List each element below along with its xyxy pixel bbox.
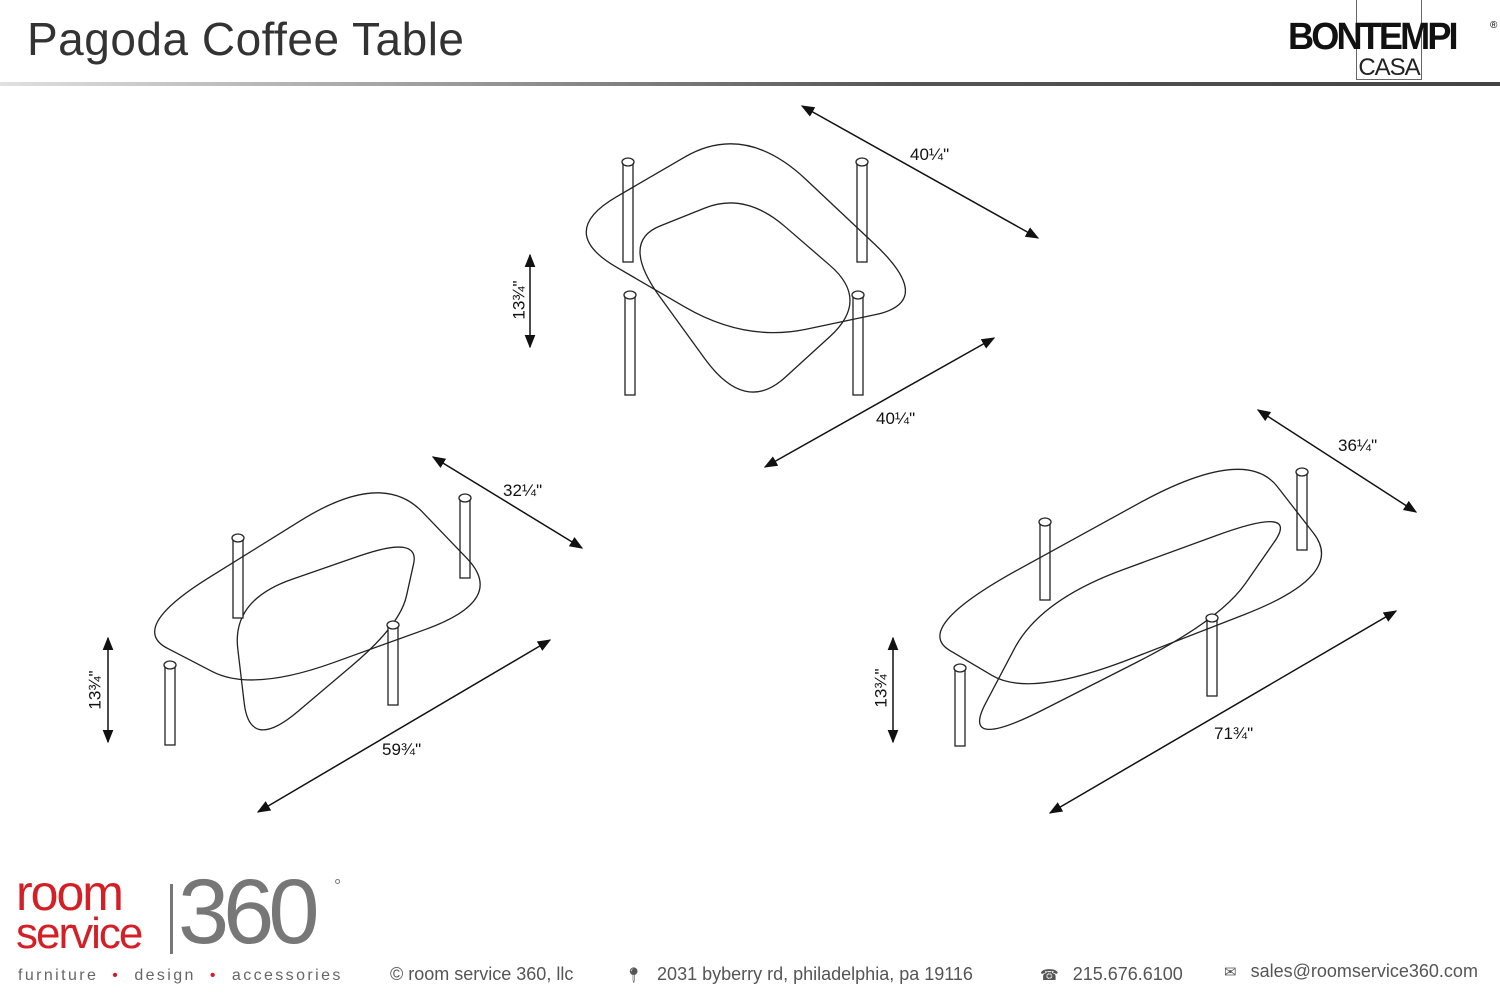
- tagline-design: design: [134, 967, 196, 984]
- large-table-leg-cap: [1295, 467, 1309, 477]
- logo-room: room: [16, 865, 124, 921]
- large-table-leg: [954, 667, 966, 747]
- medium-table-leg-cap: [386, 620, 400, 630]
- copyright: © room service 360, llc: [390, 964, 574, 984]
- large-height-label: 13¾": [871, 668, 891, 708]
- square-table-leg-cap: [851, 290, 865, 300]
- large-width-label: 71¾": [1214, 724, 1254, 743]
- large-table-leg-cap: [1038, 517, 1052, 527]
- large-table-shelf: [979, 520, 1281, 731]
- large-table-leg: [1206, 617, 1218, 697]
- logo-divider: [170, 884, 173, 954]
- large-table-leg-cap: [1205, 613, 1219, 623]
- logo-number: 360: [178, 861, 319, 963]
- medium-width-dimension-line: [256, 639, 552, 813]
- medium-table-leg-cap: [231, 533, 245, 543]
- square-height-label: 13¾": [509, 280, 529, 320]
- tagline-accessories: accessories: [231, 967, 343, 984]
- medium-width-label: 59¾": [382, 740, 422, 759]
- logo-frame: [1356, 0, 1422, 80]
- medium-depth-dimension-line: [431, 456, 584, 549]
- square-table-leg: [852, 294, 864, 396]
- large-depth-dimension-line: [1256, 409, 1418, 513]
- phone[interactable]: ☎︎ 215.676.6100: [1040, 964, 1183, 985]
- large-table-leg: [1039, 521, 1051, 601]
- medium-table-leg-cap: [458, 493, 472, 503]
- medium-table-leg-cap: [163, 660, 177, 670]
- square-table-leg: [622, 161, 634, 263]
- square-width-label: 40¼": [876, 409, 916, 428]
- square-table-leg-cap: [855, 157, 869, 167]
- tagline-furniture: furniture: [18, 967, 99, 984]
- phone-text: 215.676.6100: [1072, 964, 1183, 984]
- email[interactable]: ✉︎ sales@roomservice360.com: [1224, 961, 1478, 982]
- medium-depth-label: 32¼": [503, 481, 543, 500]
- large-width-dimension-line: [1048, 610, 1398, 814]
- email-text: sales@roomservice360.com: [1250, 961, 1478, 981]
- envelope-icon: ✉︎: [1224, 964, 1237, 981]
- large-table-top-glass: [939, 468, 1323, 685]
- header-divider: [0, 82, 1500, 86]
- square-table-leg-cap: [623, 290, 637, 300]
- square-depth-dimension-line: [800, 105, 1040, 239]
- address-text: 2031 byberry rd, philadelphia, pa 19116: [657, 964, 973, 984]
- registered-mark: ®: [1490, 20, 1498, 31]
- medium-table-top-glass: [154, 492, 481, 681]
- brand-name: BONTEMPI: [1288, 16, 1459, 58]
- tagline-dot: •: [112, 967, 121, 984]
- square-table-leg: [856, 161, 868, 263]
- tagline-dot: •: [209, 967, 218, 984]
- square-table-top-glass: [585, 143, 907, 334]
- medium-table-leg: [387, 624, 399, 706]
- square-table-leg-cap: [621, 157, 635, 167]
- map-pin-icon: 📍︎: [624, 967, 644, 984]
- square-width-dimension-line: [763, 337, 996, 468]
- medium-table-leg: [164, 664, 176, 746]
- square-table-shelf: [639, 202, 851, 393]
- phone-icon: ☎︎: [1040, 967, 1059, 984]
- square-table-leg: [624, 294, 636, 396]
- medium-table-leg: [232, 537, 244, 619]
- large-table-leg: [1296, 471, 1308, 551]
- square-depth-label: 40¼": [910, 145, 950, 164]
- bontempi-casa-logo: BONTEMPI ® CASA: [1286, 0, 1500, 82]
- page-title: Pagoda Coffee Table: [27, 13, 465, 65]
- medium-height-label: 13¾": [85, 670, 105, 710]
- logo-service: service: [16, 909, 143, 958]
- brand-sub: CASA: [1358, 54, 1420, 81]
- tagline: furniture • design • accessories: [18, 967, 343, 985]
- address: 📍︎ 2031 byberry rd, philadelphia, pa 1911…: [624, 964, 973, 985]
- large-depth-label: 36¼": [1338, 436, 1378, 455]
- large-table-leg-cap: [953, 663, 967, 673]
- medium-table-leg: [459, 497, 471, 579]
- logo-degree: °: [334, 876, 342, 896]
